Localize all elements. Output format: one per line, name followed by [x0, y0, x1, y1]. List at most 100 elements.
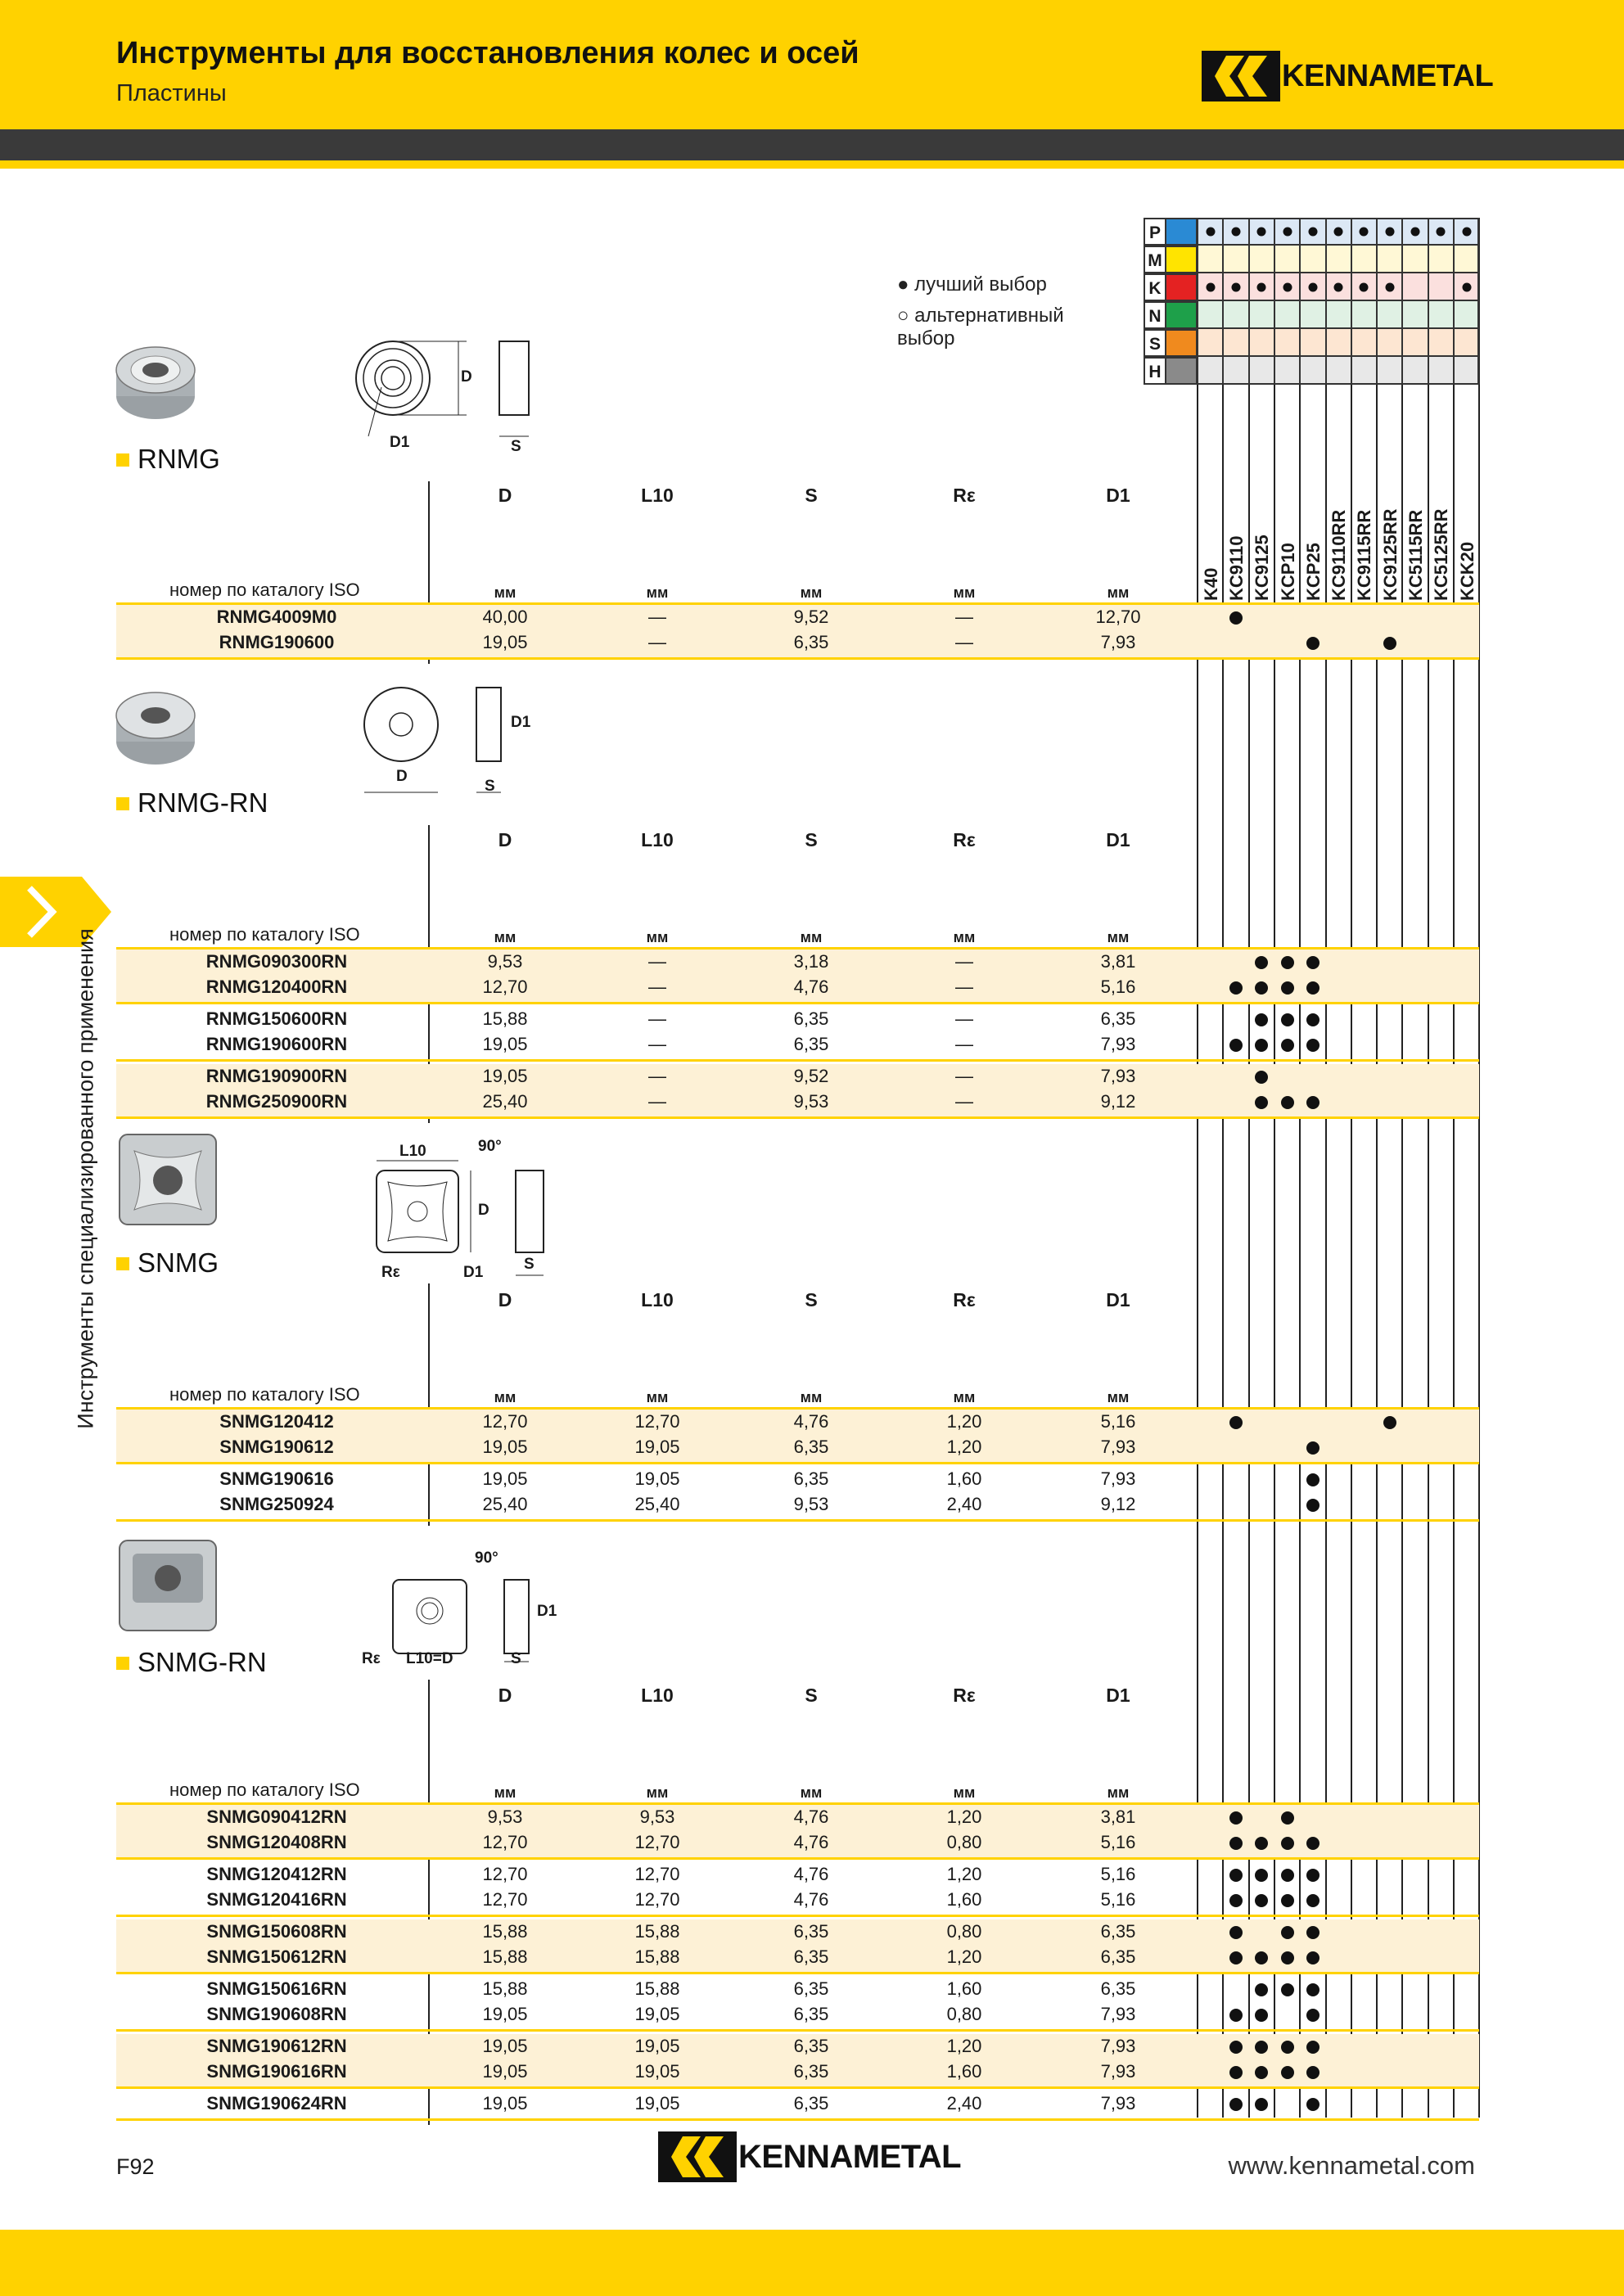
legend-best-text: лучший выбор — [914, 273, 1047, 295]
catalog-number[interactable]: SNMG150616RN — [206, 1978, 347, 1999]
column-unit: мм — [1107, 1389, 1130, 1405]
cell-r: 1,20 — [946, 1807, 982, 1827]
cell-s: 6,35 — [793, 2004, 829, 2024]
cell-s: 4,76 — [793, 1864, 829, 1884]
catalog-number[interactable]: RNMG090300RN — [205, 951, 348, 972]
footer-logo: KENNAMETAL — [658, 2131, 962, 2182]
legend-alt: ○ альтернативный — [897, 304, 1064, 327]
column-unit: мм — [953, 584, 976, 601]
catalog-number[interactable]: RNMG150600RN — [205, 1008, 348, 1029]
cell-l10: 12,70 — [634, 1832, 680, 1852]
cell-r: 1,20 — [946, 1437, 982, 1457]
cell-d1: 6,35 — [1100, 1946, 1136, 1967]
catalog-number[interactable]: RNMG190900RN — [205, 1066, 348, 1086]
catalog-number[interactable]: SNMG120408RN — [206, 1832, 347, 1852]
cell-s: 9,53 — [793, 1091, 829, 1112]
grade-grid-line — [1247, 385, 1250, 2118]
catalog-number[interactable]: SNMG150608RN — [206, 1921, 347, 1942]
cell-d1: 7,93 — [1100, 1437, 1136, 1457]
cell-l10: — — [648, 977, 666, 997]
cell-s: 6,35 — [793, 2061, 829, 2082]
cell-d: 12,70 — [482, 1832, 528, 1852]
cell-s: 6,35 — [793, 1946, 829, 1967]
column-header-d: D — [498, 485, 512, 506]
best-choice-dot — [1306, 1096, 1320, 1109]
cell-l10: 12,70 — [634, 1889, 680, 1910]
table-separator-line — [428, 1283, 430, 1526]
best-choice-dot — [1306, 1013, 1320, 1026]
best-choice-dot — [1280, 1894, 1294, 1907]
catalog-number[interactable]: SNMG190608RN — [206, 2004, 347, 2024]
page-subtitle: Пластины — [116, 80, 227, 106]
column-header-l10: L10 — [641, 1289, 674, 1310]
snmg-rn-label-r: Rε — [362, 1650, 381, 1667]
catalog-number[interactable]: SNMG190616 — [219, 1468, 334, 1489]
catalog-number[interactable]: RNMG250900RN — [205, 1091, 348, 1112]
catalog-number[interactable]: RNMG120400RN — [205, 977, 348, 997]
column-header-s: S — [805, 485, 818, 506]
catalog-number[interactable]: SNMG190612 — [219, 1437, 334, 1457]
material-mark-dot — [1231, 282, 1241, 292]
website-link[interactable]: www.kennametal.com — [1228, 2151, 1475, 2180]
best-choice-dot — [1255, 1894, 1269, 1907]
best-choice-dot — [1306, 2098, 1320, 2111]
catalog-number[interactable]: SNMG190616RN — [206, 2061, 347, 2082]
cell-r: — — [955, 1091, 973, 1112]
best-choice-dot — [1229, 1837, 1243, 1850]
best-choice-dot — [1306, 637, 1320, 650]
snmg-label-angle: 90° — [478, 1138, 502, 1155]
catalog-number[interactable]: SNMG190612RN — [206, 2036, 347, 2056]
cell-s: 4,76 — [793, 1832, 829, 1852]
cell-r: 1,20 — [946, 1411, 982, 1432]
catalog-number[interactable]: RNMG4009M0 — [216, 607, 337, 627]
cell-d1: 5,16 — [1100, 1889, 1136, 1910]
column-unit: мм — [800, 1784, 823, 1801]
catalog-number[interactable]: SNMG150612RN — [206, 1946, 347, 1967]
grade-grid-line — [1376, 385, 1378, 2118]
catalog-number[interactable]: SNMG250924 — [219, 1494, 334, 1514]
best-choice-dot — [1306, 2041, 1320, 2054]
column-header-d1: D1 — [1106, 485, 1130, 506]
rnmg-rn-photo-icon — [115, 692, 196, 765]
cell-d1: 7,93 — [1100, 2036, 1136, 2056]
column-header-s: S — [805, 829, 818, 850]
grade-grid-line — [1478, 385, 1481, 2118]
cell-s: 6,35 — [793, 1978, 829, 1999]
catalog-number[interactable]: SNMG190624RN — [206, 2093, 347, 2113]
grade-label-kc9125: KC9125 — [1252, 535, 1273, 601]
section-title-rnmg-rn: RNMG-RN — [116, 787, 268, 819]
catalog-number[interactable]: SNMG120412 — [219, 1411, 334, 1432]
catalog-number[interactable]: SNMG090412RN — [206, 1807, 347, 1827]
best-choice-dot — [1280, 1096, 1294, 1109]
cell-r: — — [955, 632, 973, 652]
material-mark-dot — [1256, 282, 1266, 292]
grade-label-kc9115rr: KC9115RR — [1354, 509, 1375, 601]
snmg-rn-label-angle: 90° — [475, 1549, 498, 1567]
row-group-band — [116, 1805, 1480, 1857]
snmg-rn-label-l10d: L10=D — [406, 1650, 453, 1667]
best-choice-dot — [1229, 1811, 1243, 1825]
catalog-number[interactable]: SNMG120412RN — [206, 1864, 347, 1884]
catalog-number[interactable]: RNMG190600 — [219, 632, 335, 652]
cell-s: 6,35 — [793, 1468, 829, 1489]
snmg-rn-label-s: S — [511, 1650, 521, 1667]
best-choice-dot — [1255, 1071, 1269, 1084]
iso-catalog-label: номер по каталогу ISO — [169, 1384, 360, 1405]
grade-grid-line — [1350, 385, 1352, 2118]
page-title: Инструменты для восстановления колес и о… — [116, 36, 859, 70]
best-choice-dot — [1280, 2066, 1294, 2079]
matrix-grid-line — [1324, 218, 1327, 385]
material-color-N — [1166, 301, 1198, 329]
cell-r: — — [955, 1066, 973, 1086]
best-choice-dot — [1280, 1039, 1294, 1052]
grade-grid-line — [1453, 385, 1455, 2118]
catalog-number[interactable]: RNMG190600RN — [205, 1034, 348, 1054]
cell-l10: 19,05 — [634, 2036, 680, 2056]
cell-s: 3,18 — [793, 951, 829, 972]
catalog-number[interactable]: SNMG120416RN — [206, 1889, 347, 1910]
cell-d: 19,05 — [482, 632, 528, 652]
table-separator-line — [428, 481, 430, 664]
snmg-label-l10: L10 — [399, 1143, 426, 1160]
table-top-line — [116, 1407, 1480, 1410]
matrix-grid-line — [1478, 218, 1481, 385]
